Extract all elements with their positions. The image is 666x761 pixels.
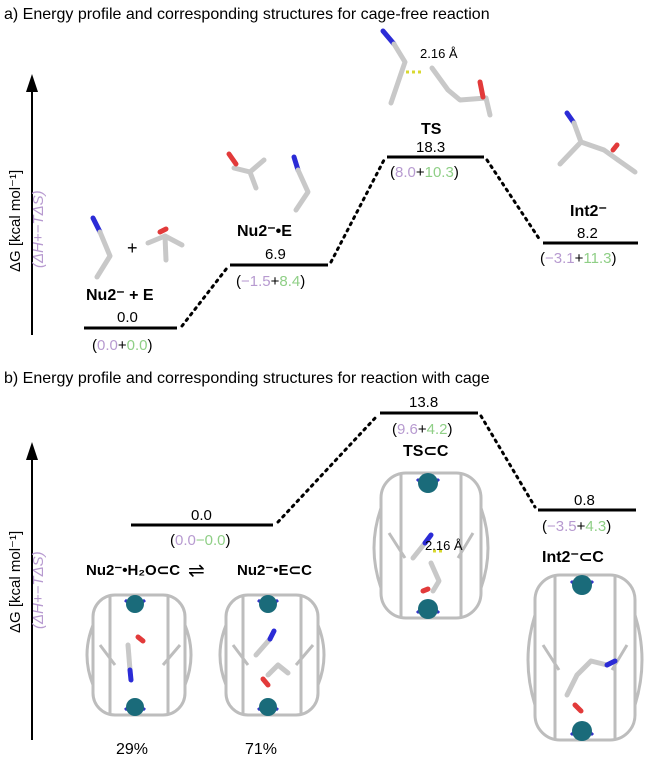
- dhts-complex: (−1.5+8.4): [236, 273, 305, 290]
- cage-substrate-complex: [218, 593, 326, 717]
- dg-reactants: 0.0: [117, 309, 138, 326]
- plus-sign: +: [127, 238, 138, 258]
- connector-3: [485, 158, 542, 242]
- connector-1: [180, 266, 229, 328]
- state-name-int2: Int2⁻: [570, 203, 607, 220]
- panel-b-title: b) Energy profile and corresponding stru…: [4, 370, 490, 387]
- dhts-reactants: (0.0+0.0): [92, 337, 152, 354]
- dg-complex: 6.9: [265, 246, 286, 263]
- panel-a-title: a) Energy profile and corresponding stru…: [4, 6, 490, 23]
- connector-b-2: [479, 414, 537, 509]
- connector-b-1: [276, 414, 379, 524]
- state-name-b-ts: TS⊂C: [403, 443, 449, 460]
- pct-water: 29%: [116, 741, 148, 758]
- state-name-b-int2: Int2⁻⊂C: [542, 549, 604, 566]
- dg-b-reactants: 0.0: [191, 507, 212, 524]
- molecule-complex-nucleophile: [291, 154, 311, 213]
- molecule-int2-a: [557, 110, 638, 175]
- panel-a-axis-sublabel: (ΔH+−TΔS): [30, 190, 47, 268]
- pct-complex: 71%: [245, 741, 277, 758]
- state-name-complex: Nu2⁻•E: [237, 223, 292, 240]
- panel-a-y-axis-arrow: [26, 74, 38, 92]
- state-name-ts: TS: [421, 121, 442, 138]
- molecule-nucleophile-a: [90, 215, 113, 280]
- molecule-electrophile-a: [145, 226, 185, 263]
- state-name-b-complex: Nu2⁻•E⊂C: [237, 562, 312, 579]
- dhts-b-ts: (9.6+4.2): [392, 421, 452, 438]
- dhts-ts: (8.0+10.3): [390, 164, 459, 181]
- dg-b-int2: 0.8: [574, 492, 595, 509]
- state-name-reactants: Nu2⁻ + E: [86, 287, 154, 304]
- molecule-ts-a: [380, 28, 493, 118]
- dhts-int2: (−3.1+11.3): [540, 250, 616, 267]
- panel-a-axis-label: ΔG [kcal mol⁻¹]: [7, 170, 24, 272]
- panel-b-y-axis-arrow: [26, 442, 38, 460]
- dg-ts: 18.3: [416, 139, 445, 156]
- panel-b-axis-sublabel: (ΔH+−TΔS): [30, 551, 47, 629]
- ts-distance-a: 2.16 Å: [420, 46, 458, 61]
- dg-int2: 8.2: [577, 225, 598, 242]
- dg-b-ts: 13.8: [409, 394, 438, 411]
- equilibrium-arrow: ⇌: [188, 560, 205, 582]
- cage-int2: [526, 573, 644, 742]
- molecule-complex-electrophile: [226, 151, 267, 191]
- dhts-b-int2: (−3.5+4.3): [542, 518, 611, 535]
- dhts-b-reactants: (0.0−0.0): [170, 532, 230, 549]
- cage-water-complex: [85, 593, 193, 717]
- connector-2: [329, 158, 386, 264]
- panel-b-axis-label: ΔG [kcal mol⁻¹]: [7, 531, 24, 633]
- ts-distance-b: 2.16 Å: [425, 538, 463, 553]
- cage-ts: [372, 471, 490, 620]
- state-name-b-water: Nu2⁻•H₂O⊂C: [86, 562, 180, 579]
